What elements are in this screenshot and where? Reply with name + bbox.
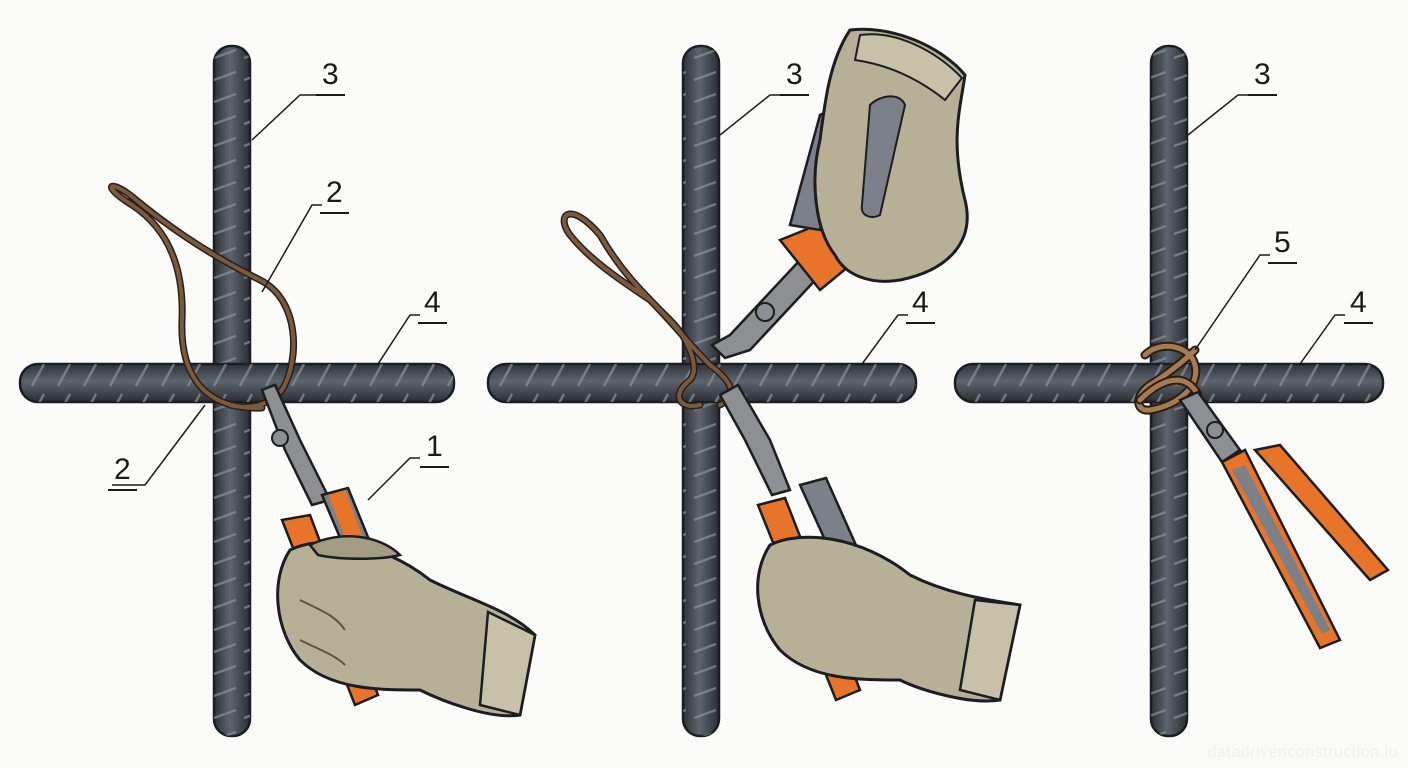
label-text: 3 — [322, 58, 339, 91]
label-text: 1 — [426, 430, 443, 463]
panel-step-3 — [953, 44, 1390, 738]
label-underline — [316, 94, 345, 96]
pliers-released — [1178, 390, 1390, 650]
label-3-panel-2: 3 — [780, 58, 809, 96]
leader-lines — [112, 94, 1345, 501]
glove — [276, 535, 537, 718]
label-2-lower-panel-1: 2 — [108, 453, 137, 491]
wire-loop — [107, 182, 298, 412]
horizontal-rebar — [18, 362, 456, 404]
label-2-upper-panel-1: 2 — [320, 176, 349, 214]
label-text: 3 — [1254, 58, 1271, 91]
label-underline — [780, 94, 809, 96]
label-text: 5 — [1274, 226, 1291, 259]
label-text: 4 — [424, 286, 441, 319]
label-underline — [1344, 322, 1373, 324]
twisted-wire — [560, 210, 735, 410]
label-underline — [320, 212, 349, 214]
label-underline — [420, 466, 449, 468]
label-underline — [1248, 94, 1277, 96]
label-underline — [1268, 262, 1297, 264]
label-underline — [418, 322, 447, 324]
label-text: 4 — [912, 286, 929, 319]
label-underline — [906, 322, 935, 324]
horizontal-rebar — [486, 362, 918, 404]
panel-step-1 — [18, 44, 537, 738]
finished-tie — [1134, 341, 1203, 415]
label-text: 2 — [326, 176, 343, 209]
label-underline — [108, 489, 137, 491]
label-3-panel-1: 3 — [316, 58, 345, 96]
panel-step-2 — [486, 27, 1022, 738]
label-text: 3 — [786, 58, 803, 91]
label-3-panel-3: 3 — [1248, 58, 1277, 96]
label-4-panel-1: 4 — [418, 286, 447, 324]
watermark: datadrivenconstruction.io — [1207, 744, 1398, 761]
label-text: 2 — [114, 453, 131, 486]
glove-lower — [756, 535, 1022, 703]
label-1-panel-1: 1 — [420, 430, 449, 468]
label-4-panel-2: 4 — [906, 286, 935, 324]
label-4-panel-3: 4 — [1344, 286, 1373, 324]
glove-upper — [813, 27, 969, 283]
label-text: 4 — [1350, 286, 1367, 319]
label-5-panel-3: 5 — [1268, 226, 1297, 264]
